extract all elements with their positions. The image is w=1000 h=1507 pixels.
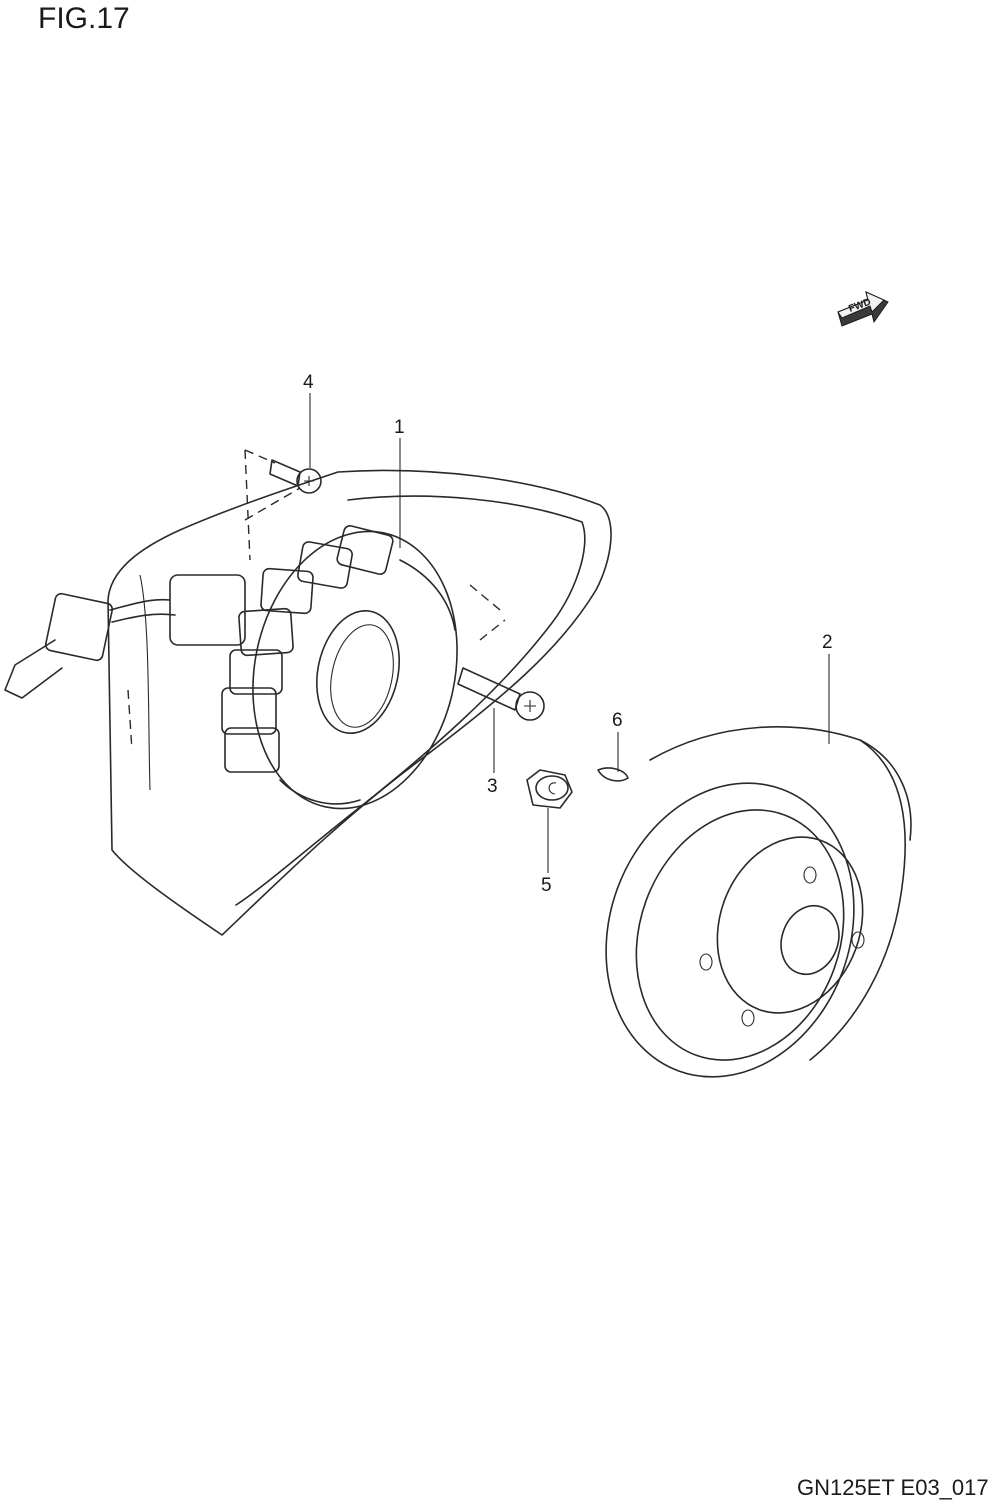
key-6 <box>597 767 629 782</box>
nut-5 <box>526 769 573 809</box>
figure-code: GN125ET E03_017 <box>797 1475 989 1500</box>
rotor-flywheel <box>605 726 912 1078</box>
fwd-arrow-icon: FWD <box>837 291 889 327</box>
screw-3 <box>457 667 545 721</box>
leader-lines <box>309 393 830 873</box>
stator-coil <box>221 525 506 810</box>
figure-title: FIG.17 <box>38 2 130 35</box>
callout-3: 3 <box>487 776 498 797</box>
wire-harness <box>4 574 246 699</box>
callout-4: 4 <box>303 372 314 393</box>
crankcase-cover <box>107 469 612 936</box>
callout-6: 6 <box>612 710 623 731</box>
screw-4 <box>269 459 322 494</box>
callout-2: 2 <box>822 632 833 653</box>
callout-1: 1 <box>394 417 405 438</box>
callout-5: 5 <box>541 875 552 896</box>
screw-guide-line <box>244 449 301 561</box>
